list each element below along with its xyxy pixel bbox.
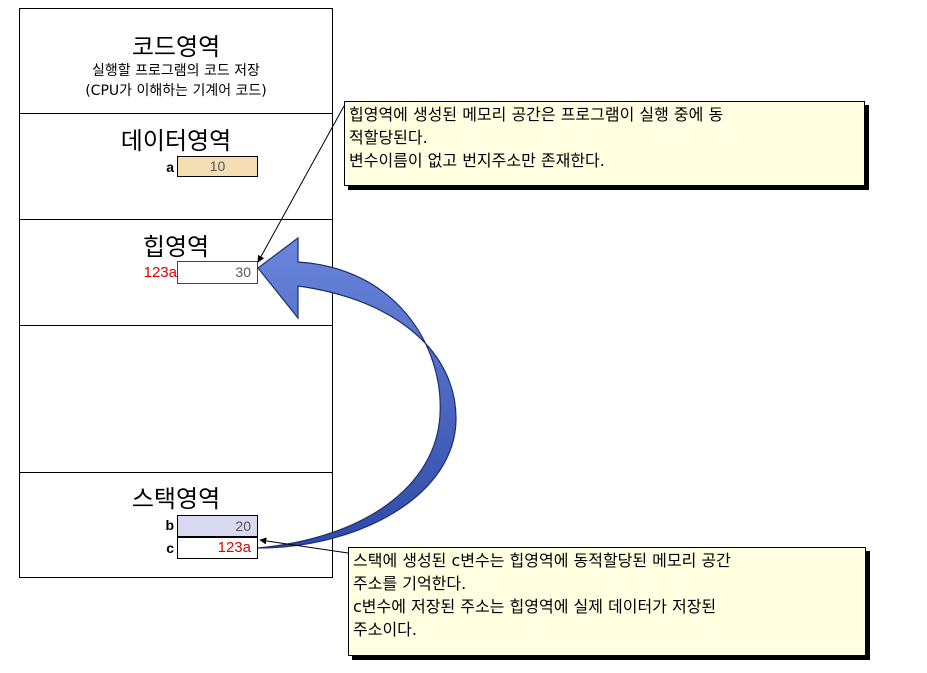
divider-free-stack	[20, 472, 332, 473]
data-segment-title: 데이터영역	[120, 127, 232, 155]
divider-data-heap	[20, 219, 332, 220]
pointer-curve-arrow	[257, 236, 457, 549]
heap-address-label: 123a	[143, 264, 177, 281]
var-b-cell: 20	[177, 515, 258, 537]
memory-layout: 코드영역 실행할 프로그램의 코드 저장 (CPU가 이해하는 기계어 코드) …	[19, 8, 333, 578]
stack-note-line4: 주소이다.	[353, 620, 417, 639]
stack-note-pointer	[259, 537, 349, 554]
stack-note-line3: c변수에 저장된 주소는 힙영역에 실제 데이터가 저장된	[353, 597, 717, 616]
heap-cell: 30	[177, 261, 258, 284]
var-b-label: b	[165, 517, 174, 533]
stack-note-line2: 주소를 기억한다.	[353, 574, 467, 593]
stack-note-line1: 스택에 생성된 c변수는 힙영역에 동적할당된 메모리 공간	[353, 551, 731, 570]
divider-code-data	[20, 113, 332, 114]
stack-note: 스택에 생성된 c변수는 힙영역에 동적할당된 메모리 공간 주소를 기억한다.…	[348, 547, 866, 656]
heap-note-pointer	[257, 105, 345, 263]
var-a-value: 10	[209, 158, 226, 174]
code-segment-title: 코드영역	[131, 33, 221, 61]
divider-heap-free	[20, 325, 332, 326]
heap-note-line3: 변수이름이 없고 번지주소만 존재한다.	[349, 151, 605, 170]
var-c-value: 123a	[217, 539, 251, 556]
heap-segment-title: 힙영역	[142, 233, 210, 261]
code-segment-desc-line2: (CPU가 이해하는 기계어 코드)	[85, 83, 267, 99]
var-a-label: a	[166, 159, 174, 175]
var-c-label: c	[166, 540, 174, 556]
stack-segment-title: 스택영역	[131, 485, 221, 513]
heap-note-line2: 적할당된다.	[349, 128, 428, 147]
heap-note-line1: 힙영역에 생성된 메모리 공간은 프로그램이 실행 중에 동	[349, 105, 724, 124]
var-a-cell: 10	[177, 156, 258, 177]
heap-note: 힙영역에 생성된 메모리 공간은 프로그램이 실행 중에 동 적할당된다. 변수…	[344, 101, 865, 186]
var-c-cell: 123a	[177, 537, 258, 559]
code-segment-desc-line1: 실행할 프로그램의 코드 저장	[92, 63, 260, 79]
heap-value: 30	[235, 264, 251, 280]
var-b-value: 20	[235, 518, 251, 534]
